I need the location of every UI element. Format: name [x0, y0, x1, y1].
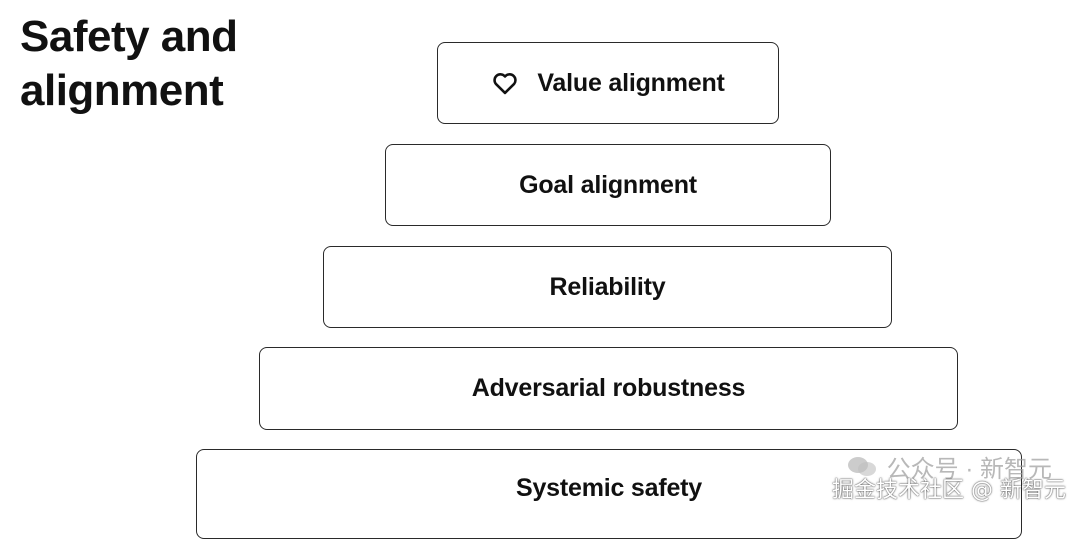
- pyramid-level-adversarial-robustness: Adversarial robustness: [259, 347, 958, 430]
- page-title: Safety and alignment: [20, 10, 238, 118]
- title-line-1: Safety and: [20, 12, 238, 61]
- wechat-icon: [847, 455, 877, 479]
- level-label: Value alignment: [537, 68, 725, 97]
- level-label: Reliability: [549, 272, 666, 301]
- level-label: Systemic safety: [515, 474, 702, 502]
- level-label: Adversarial robustness: [471, 374, 746, 402]
- level-label: Goal alignment: [519, 170, 697, 199]
- watermark-wechat: 公众号 · 新智元: [847, 449, 1052, 484]
- watermark: 掘金技术社区 @ 新智元: [832, 472, 1066, 504]
- title-line-2: alignment: [20, 66, 224, 115]
- watermark-wechat-text: 公众号 · 新智元: [886, 456, 1052, 483]
- heart-icon: [491, 69, 519, 97]
- watermark-site-text: 掘金技术社区 @ 新智元: [832, 478, 1066, 503]
- pyramid-level-value-alignment: Value alignment: [437, 42, 779, 124]
- pyramid-level-goal-alignment: Goal alignment: [385, 144, 831, 226]
- pyramid-level-reliability: Reliability: [323, 246, 892, 328]
